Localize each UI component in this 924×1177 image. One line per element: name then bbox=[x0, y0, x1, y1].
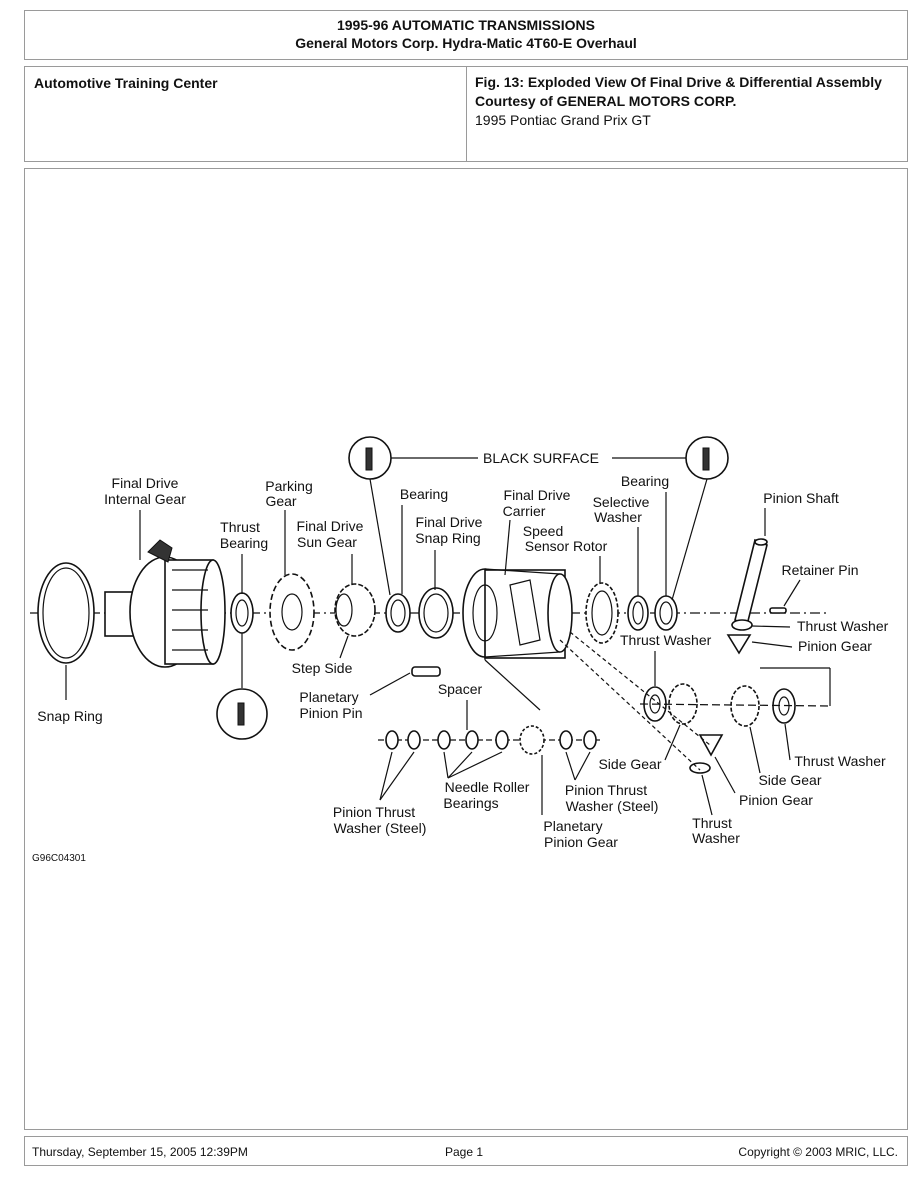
thrust-washer-top-part bbox=[731, 619, 753, 631]
label-planetary-pin-2: Pinion Pin bbox=[299, 705, 362, 721]
figure-info: Fig. 13: Exploded View Of Final Drive & … bbox=[467, 67, 909, 161]
diagram-panel bbox=[24, 168, 908, 1130]
label-needle-1: Needle Roller bbox=[445, 779, 530, 795]
label-thrust-washer-c: Thrust Washer bbox=[794, 753, 886, 769]
label-selective-1: Selective bbox=[593, 494, 650, 510]
footer-page: Page 1 bbox=[445, 1145, 484, 1159]
label-rotor-2: Sensor Rotor bbox=[525, 538, 608, 554]
label-parking-gear-1: Parking bbox=[265, 478, 312, 494]
label-ptw-right-2: Washer (Steel) bbox=[566, 798, 659, 814]
label-thrust-bearing-1: Thrust bbox=[220, 519, 260, 535]
label-step-side: Step Side bbox=[292, 660, 353, 676]
figure-title: Fig. 13: Exploded View Of Final Drive & … bbox=[475, 74, 882, 90]
label-planetary-gear-2: Pinion Gear bbox=[544, 834, 618, 850]
thrust-washer-bottom-part bbox=[689, 762, 711, 774]
snap-ring-part bbox=[37, 562, 95, 664]
label-thrust-washer-b: Thrust Washer bbox=[620, 632, 712, 648]
label-selective-2: Washer bbox=[594, 509, 642, 525]
label-internal-gear-1: Final Drive bbox=[112, 475, 179, 491]
retainer-pin-part bbox=[769, 607, 787, 614]
footer-copyright: Copyright © 2003 MRIC, LLC. bbox=[738, 1145, 898, 1159]
pinion-gear-top-part bbox=[726, 634, 752, 655]
leader-lines bbox=[65, 492, 801, 816]
figure-info-box: Automotive Training Center Fig. 13: Expl… bbox=[24, 66, 908, 162]
pinion-shaft-part bbox=[734, 538, 768, 627]
label-thrust-washer-a: Thrust Washer bbox=[797, 618, 889, 634]
label-pinion-gear-b: Pinion Gear bbox=[739, 792, 813, 808]
figure-code: G96C04301 bbox=[32, 853, 86, 864]
carrier-part bbox=[462, 568, 573, 659]
speed-rotor-part bbox=[585, 582, 619, 644]
label-snap-ring: Snap Ring bbox=[37, 708, 102, 724]
label-thrust-bearing-2: Bearing bbox=[220, 535, 268, 551]
header-subtitle: General Motors Corp. Hydra-Matic 4T60-E … bbox=[295, 35, 637, 51]
label-carrier-2: Carrier bbox=[503, 503, 546, 519]
bearing-right-part bbox=[654, 595, 678, 631]
label-needle-2: Bearings bbox=[443, 795, 498, 811]
label-retainer-pin: Retainer Pin bbox=[781, 562, 858, 578]
label-rotor-1: Speed bbox=[523, 523, 563, 539]
label-planetary-pin-1: Planetary bbox=[299, 689, 358, 705]
label-side-gear-a: Side Gear bbox=[598, 756, 661, 772]
pinion-gear-bottom-part bbox=[698, 734, 724, 757]
label-bearing-right: Bearing bbox=[621, 473, 669, 489]
label-black-surface: BLACK SURFACE bbox=[483, 450, 599, 466]
label-sun-gear-2: Sun Gear bbox=[297, 534, 357, 550]
header-title: 1995-96 AUTOMATIC TRANSMISSIONS bbox=[336, 17, 595, 33]
label-bearing-left: Bearing bbox=[400, 486, 448, 502]
organization-name: Automotive Training Center bbox=[25, 67, 467, 161]
vehicle-name: 1995 Pontiac Grand Prix GT bbox=[475, 112, 651, 128]
footer-date: Thursday, September 15, 2005 12:39PM bbox=[32, 1145, 248, 1159]
planetary-row-parts bbox=[385, 725, 597, 755]
thrust-bearing-part bbox=[230, 592, 254, 634]
figure-courtesy: Courtesy of GENERAL MOTORS CORP. bbox=[475, 93, 737, 109]
document-footer: Thursday, September 15, 2005 12:39PM Pag… bbox=[24, 1136, 908, 1166]
label-pinion-gear-a: Pinion Gear bbox=[798, 638, 872, 654]
sun-gear-part bbox=[334, 583, 376, 637]
label-internal-gear-2: Internal Gear bbox=[104, 491, 186, 507]
planetary-pin-part bbox=[411, 666, 441, 677]
label-pinion-shaft: Pinion Shaft bbox=[763, 490, 839, 506]
label-ptw-left-1: Pinion Thrust bbox=[333, 804, 415, 820]
selective-washer-part bbox=[627, 595, 649, 631]
label-thrust-washer-d-1: Thrust bbox=[692, 815, 732, 831]
snap-ring-inner bbox=[42, 567, 90, 659]
label-side-gear-b: Side Gear bbox=[758, 772, 821, 788]
label-fd-snap-ring-1: Final Drive bbox=[416, 514, 483, 530]
label-ptw-right-1: Pinion Thrust bbox=[565, 782, 647, 798]
label-ptw-left-2: Washer (Steel) bbox=[334, 820, 427, 836]
label-thrust-washer-d-2: Washer bbox=[692, 830, 740, 846]
label-spacer: Spacer bbox=[438, 681, 483, 697]
parking-gear-part bbox=[269, 573, 315, 651]
label-carrier-1: Final Drive bbox=[504, 487, 571, 503]
side-gear-right-part bbox=[730, 685, 760, 727]
label-fd-snap-ring-2: Snap Ring bbox=[415, 530, 480, 546]
document-header: 1995-96 AUTOMATIC TRANSMISSIONS General … bbox=[24, 10, 908, 60]
label-planetary-gear-1: Planetary bbox=[543, 818, 602, 834]
internal-gear-part bbox=[104, 539, 226, 668]
label-sun-gear-1: Final Drive bbox=[297, 518, 364, 534]
bearing-left-part bbox=[385, 593, 411, 633]
label-parking-gear-2: Gear bbox=[265, 493, 296, 509]
